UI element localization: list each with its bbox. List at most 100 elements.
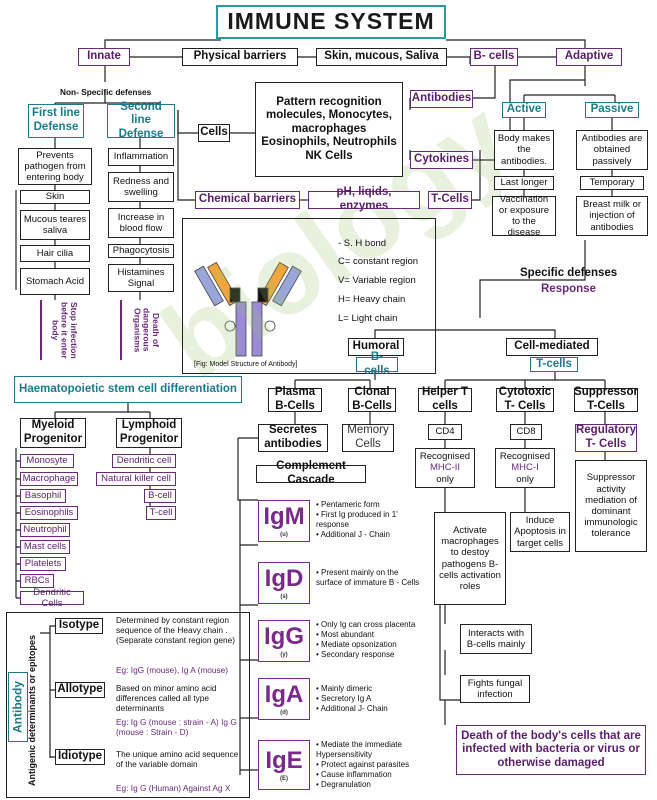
pattern-recognition-box: Pattern recognition molecules, Monocytes…: [255, 82, 403, 177]
activate-macrophages: Activate macrophages to destoy pathogens…: [434, 512, 506, 605]
ig-d-points: Present mainly on the surface of immatur…: [316, 568, 426, 588]
ig-e-point: Mediate the immediate Hypersensitivity: [316, 740, 436, 760]
cell-mediated-box: Cell-mediated: [506, 338, 598, 356]
second-item-0: Inflammation: [108, 148, 174, 166]
first-item-2: Mucous teares saliva: [20, 210, 90, 240]
lymphoid-item-3: T-cell: [146, 506, 176, 520]
memory-cells: Memory Cells: [342, 424, 394, 452]
myeloid-item-2: Basophil: [20, 489, 66, 503]
ph-box: pH, liqids, enzymes: [308, 186, 420, 212]
ig-g-sub: (y): [280, 651, 288, 658]
idiotype-eg: Eg: Ig G (Human) Against Ag X: [116, 783, 231, 793]
idiotype-box: Idiotype: [55, 749, 105, 765]
mhc1-only: only: [516, 473, 534, 485]
antigenic-determinants-label: Antigenic determinants or epitopes: [27, 634, 37, 786]
skin-mucous-box: Skin, mucous, Saliva: [316, 48, 447, 66]
secretes-antibodies: Secretes antibodies: [258, 424, 328, 452]
ig-m-sub: (u): [280, 531, 288, 538]
mhc2-recognised: Recognised: [419, 451, 471, 463]
myeloid-progenitor: Myeloid Progenitor: [20, 418, 86, 448]
second-item-4: Histamines Signal: [108, 264, 174, 292]
ig-m-point: Pentameric form: [316, 500, 426, 510]
haematopoietic-title: Haematopoietic stem cell differentiation: [14, 376, 242, 403]
cells-box: Cells: [198, 124, 230, 142]
response-label: Response: [541, 283, 596, 295]
myeloid-item-3: Eosinophils: [20, 506, 78, 520]
helper-t-cells: Helper T cells: [418, 386, 472, 412]
humoral-box: Humoral: [348, 338, 404, 356]
specific-defenses-label: Specific defenses: [520, 267, 618, 279]
mhc1-box: Recognised MHC-I only: [495, 448, 555, 488]
myeloid-item-7: RBCs: [20, 574, 54, 588]
ig-m-name: IgM: [263, 503, 305, 531]
ig-e-point: Degranulation: [316, 780, 436, 790]
lymphoid-item-0: Dendritic cell: [112, 454, 176, 468]
plasma-b-cells: Plasma B-Cells: [268, 386, 322, 412]
ig-g-point: Most abundant: [316, 630, 436, 640]
isotype-desc: Determined by constant region sequence o…: [116, 615, 236, 645]
first-item-3: Hair cilia: [20, 245, 90, 262]
page-title: IMMUNE SYSTEM: [216, 5, 446, 39]
allotype-eg: Eg: Ig G (mouse : strain - A) Ig G (mous…: [116, 717, 237, 737]
ig-e-point: Cause inflammation: [316, 770, 436, 780]
second-item-2: Increase in blood flow: [108, 208, 174, 238]
antibody-structure-figure: [194, 261, 302, 357]
complement-cascade: Complement Cascade: [256, 460, 366, 486]
myeloid-item-8: Dendritic Cells: [20, 587, 84, 609]
second-item-1: Redness and swelling: [108, 172, 174, 202]
mhc2-label: MHC-II: [429, 462, 461, 474]
lymphoid-item-2: B-cell: [144, 489, 176, 503]
active-box: Active: [502, 102, 546, 118]
legend-2: V= Variable region: [338, 275, 416, 286]
legend-0: - S. H bond: [338, 238, 387, 249]
ig-e-points: Mediate the immediate Hypersensitivity P…: [316, 740, 436, 790]
cd8-box: CD8: [510, 424, 542, 440]
ig-m-points: Pentameric form First Ig produced in 1' …: [316, 500, 426, 540]
ig-e-sub: (E): [280, 775, 288, 782]
idiotype-desc: The unique amino acid sequence of the va…: [116, 749, 239, 769]
b-cells-top-box: B- cells: [470, 48, 518, 66]
induce-apoptosis: Induce Apoptosis in target cells: [510, 512, 570, 552]
lymphoid-item-1: Natural killer cell: [96, 472, 176, 486]
ig-g-point: Secondary response: [316, 650, 436, 660]
passive-item-2: Breast milk or injection of antibodies: [576, 196, 648, 236]
death-of-cells: Death of the body's cells that are infec…: [456, 725, 646, 775]
second-line-defense: Second line Defense: [107, 101, 175, 140]
ig-a-points: Mainly dimeric Secretory Ig A Additional…: [316, 684, 426, 714]
legend-4: L= Light chain: [338, 313, 398, 324]
isotype-box: Isotype: [55, 618, 103, 634]
passive-item-1: Temporary: [580, 176, 644, 190]
mhc1-label: MHC-I: [511, 462, 539, 474]
suppressor-description: Suppressor activity mediation of dominan…: [575, 460, 647, 552]
cytokines-box: Cytokines: [410, 151, 473, 169]
myeloid-item-6: Platelets: [20, 557, 66, 571]
ig-m-point: Additional J - Chain: [316, 530, 426, 540]
t-cells-mid-box: T-Cells: [428, 191, 472, 209]
cytotoxic-t-cells: Cytotoxic T- Cells: [496, 386, 554, 412]
myeloid-item-4: Neutrophil: [20, 523, 70, 537]
structure-caption: [Fig: Model Structure of Antibody]: [194, 361, 298, 368]
ig-g: IgG (y): [258, 620, 310, 662]
allotype-box: Allotype: [55, 682, 105, 698]
physical-barriers-box: Physical barriers: [182, 48, 298, 66]
mhc1-recognised: Recognised: [499, 451, 551, 463]
ig-d-name: IgD: [264, 565, 304, 593]
first-item-1: Skin: [20, 190, 90, 204]
ig-a: IgA (d): [258, 678, 310, 720]
ig-e: IgE (E): [258, 740, 310, 790]
lymphoid-progenitor: Lymphoid Progenitor: [116, 418, 182, 448]
ig-a-point: Additional J- Chain: [316, 704, 426, 714]
chemical-barriers-box: Chemical barriers: [195, 191, 300, 209]
isotype-eg: Eg: IgG (mouse), Ig A (mouse): [116, 665, 229, 675]
humoral-b-cells: B-cells: [356, 351, 398, 377]
regulatory-t-cells: Regulatory T- Cells: [575, 424, 637, 452]
active-item-0: Body makes the antibodies.: [494, 130, 554, 170]
interacts-b-cells: Interacts with B-cells mainly: [460, 624, 532, 654]
ig-g-point: Mediate opsonization: [316, 640, 436, 650]
ig-e-name: IgE: [265, 747, 303, 775]
ig-g-points: Only Ig can cross placenta Most abundant…: [316, 620, 436, 660]
clonal-b-cells: Clonal B-Cells: [348, 386, 396, 412]
myeloid-item-5: Mast cells: [20, 540, 70, 554]
myeloid-item-1: Macrophage: [20, 472, 78, 486]
innate-box: Innate: [78, 48, 130, 66]
